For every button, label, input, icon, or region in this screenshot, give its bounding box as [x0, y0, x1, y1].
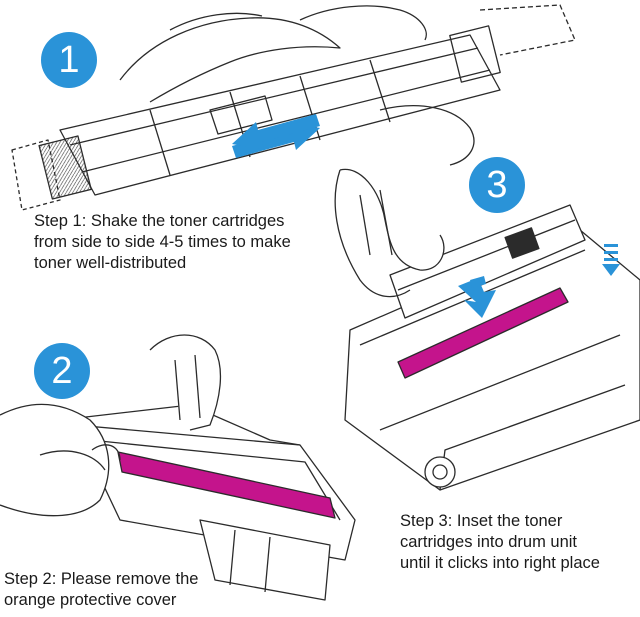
step-3-number: 3 [486, 163, 508, 206]
step-1-number: 1 [58, 38, 80, 81]
step-2-caption: Step 2: Please remove the orange protect… [4, 569, 198, 611]
step-1-caption: Step 1: Shake the toner cartridges from … [34, 211, 291, 274]
step-1-caption-line: from side to side 4-5 times to make [34, 233, 291, 251]
step2-cartridge-illustration [0, 334, 356, 601]
step-1-caption-line: toner well-distributed [34, 254, 187, 272]
step-3-caption-line: Step 3: Inset the toner [400, 512, 563, 530]
step1-cartridge-illustration [11, 4, 576, 211]
step-2-caption-line: orange protective cover [4, 591, 177, 609]
step-2-badge: 2 [34, 343, 90, 399]
step-3-caption-line: cartridges into drum unit [400, 533, 577, 551]
step-3-caption-line: until it clicks into right place [400, 554, 600, 572]
insert-down-arrow-icon [458, 244, 620, 318]
step-3-caption: Step 3: Inset the toner cartridges into … [400, 511, 600, 574]
step-3-badge: 3 [469, 157, 525, 213]
shake-arrows-icon [232, 114, 320, 158]
step3-drum-illustration [334, 168, 640, 491]
step-1-badge: 1 [41, 32, 97, 88]
step-1-caption-line: Step 1: Shake the toner cartridges [34, 212, 285, 230]
step-2-number: 2 [51, 349, 73, 392]
step-2-caption-line: Step 2: Please remove the [4, 570, 199, 588]
